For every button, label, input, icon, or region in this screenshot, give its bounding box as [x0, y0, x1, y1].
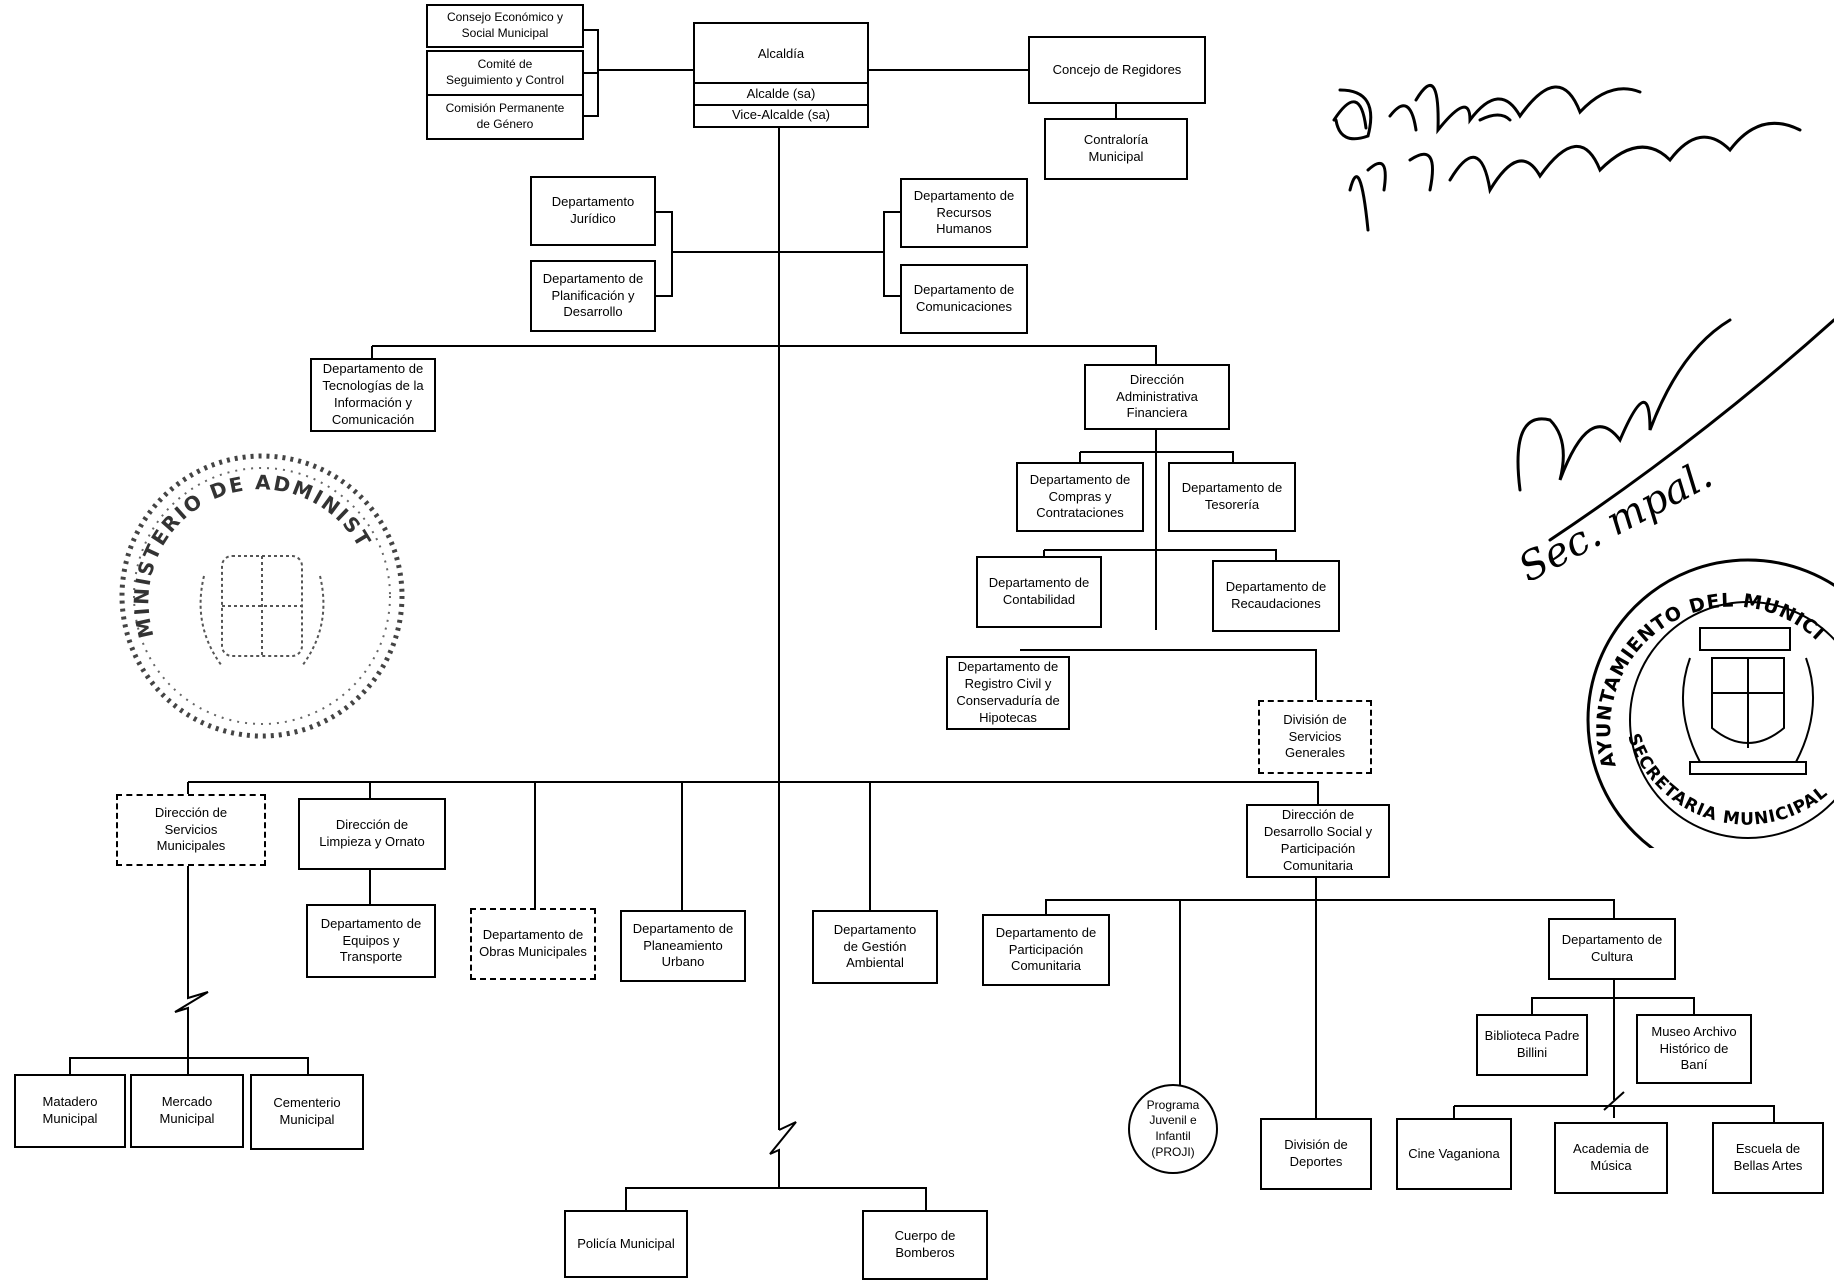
registro-civil-box: Departamento de Registro Civil y Conserv… [946, 656, 1070, 730]
servicios-generales-box: División de Servicios Generales [1258, 700, 1372, 774]
obras-municipales-box: Departamento de Obras Municipales [470, 908, 596, 980]
comunicaciones-box: Departamento de Comunicaciones [900, 264, 1028, 334]
recaudaciones-box: Departamento de Recaudaciones [1212, 560, 1340, 632]
rrhh-box: Departamento de Recursos Humanos [900, 178, 1028, 248]
museo-box: Museo Archivo Histórico de Baní [1636, 1014, 1752, 1084]
planificacion-box: Departamento de Planificación y Desarrol… [530, 260, 656, 332]
policia-box: Policía Municipal [564, 1210, 688, 1278]
participacion-comunitaria-box: Departamento de Participación Comunitari… [982, 914, 1110, 986]
vicealcalde-label: Vice-Alcalde (sa) [731, 107, 831, 122]
gestion-ambiental-box: Departamento de Gestión Ambiental [812, 910, 938, 984]
bellas-artes-box: Escuela de Bellas Artes [1712, 1122, 1824, 1194]
daf-box: Dirección Administrativa Financiera [1084, 364, 1230, 430]
comite-seguimiento-box: Comité de Seguimiento y Control [426, 50, 584, 96]
comision-genero-box: Comisión Permanente de Género [426, 94, 584, 140]
desarrollo-social-box: Dirección de Desarrollo Social y Partici… [1246, 804, 1390, 878]
ministerio-seal-stamp: MINISTERIO DE ADMINISTRACIÓN PÚBLICA [112, 436, 405, 739]
alcalde-label: Alcalde (sa) [695, 84, 867, 106]
deportes-box: División de Deportes [1260, 1118, 1372, 1190]
contraloria-box: Contraloría Municipal [1044, 118, 1188, 180]
cine-vaganiona-box: Cine Vaganiona [1396, 1118, 1512, 1190]
servicios-municipales-box: Dirección de Servicios Municipales [116, 794, 266, 866]
planeamiento-urbano-box: Departamento de Planeamiento Urbano [620, 910, 746, 982]
juridico-box: Departamento Jurídico [530, 176, 656, 246]
svg-text:SECRETARIA MUNICIPAL: SECRETARIA MUNICIPAL [1623, 731, 1832, 830]
consejo-economico-box: Consejo Económico y Social Municipal [426, 4, 584, 48]
cementerio-box: Cementerio Municipal [250, 1074, 364, 1150]
alcaldia-title: Alcaldía [695, 24, 867, 84]
ayuntamiento-seal-stamp: AYUNTAMIENTO DEL MUNICIPIO SECRETARIA MU… [1580, 548, 1834, 848]
limpieza-ornato-box: Dirección de Limpieza y Ornato [298, 798, 446, 870]
svg-text:MINISTERIO DE ADMINISTRACIÓN P: MINISTERIO DE ADMINISTRACIÓN PÚBLICA [112, 436, 376, 640]
matadero-box: Matadero Municipal [14, 1074, 126, 1148]
academia-musica-box: Academia de Música [1554, 1122, 1668, 1194]
bomberos-box: Cuerpo de Bomberos [862, 1210, 988, 1280]
proji-circle: Programa Juvenil e Infantil (PROJI) [1128, 1084, 1218, 1174]
concejo-regidores-box: Concejo de Regidores [1028, 36, 1206, 104]
svg-text:AYUNTAMIENTO DEL MUNICIPIO: AYUNTAMIENTO DEL MUNICIPIO [1580, 548, 1829, 770]
signature-handwriting: Sec. mpal. [1332, 84, 1834, 580]
biblioteca-box: Biblioteca Padre Billini [1476, 1014, 1588, 1076]
mercado-box: Mercado Municipal [130, 1074, 244, 1148]
alcaldia-box: Alcaldía Alcalde (sa) Vice-Alcalde (sa) [693, 22, 869, 128]
cultura-box: Departamento de Cultura [1548, 918, 1676, 980]
equipos-transporte-box: Departamento de Equipos y Transporte [306, 904, 436, 978]
tesoreria-box: Departamento de Tesorería [1168, 462, 1296, 532]
svg-text:Sec. mpal.: Sec. mpal. [1511, 452, 1720, 580]
compras-box: Departamento de Compras y Contrataciones [1016, 462, 1144, 532]
tic-box: Departamento de Tecnologías de la Inform… [310, 358, 436, 432]
contabilidad-box: Departamento de Contabilidad [976, 556, 1102, 628]
